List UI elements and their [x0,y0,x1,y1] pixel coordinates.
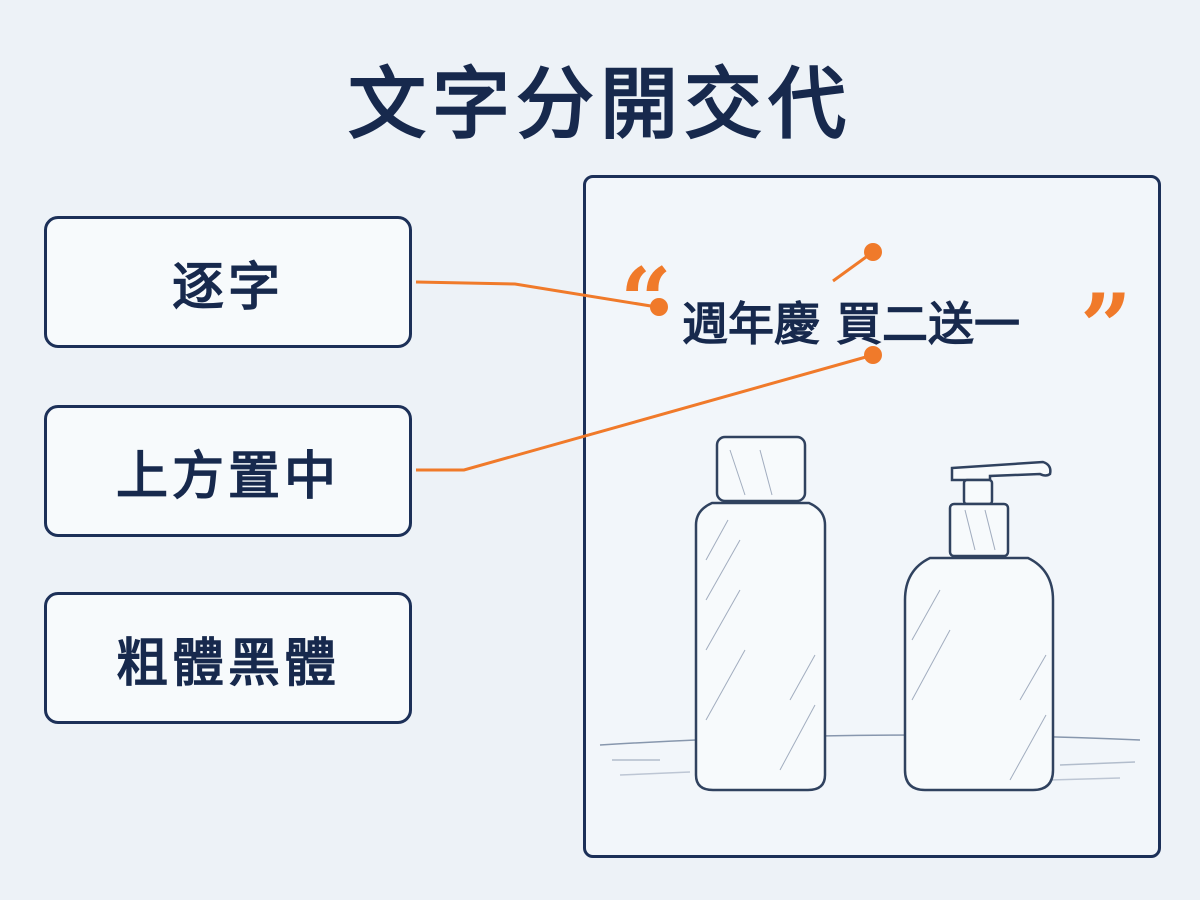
floor-sketch [599,734,1141,781]
page-title: 文字分開交代 [347,59,852,150]
label-box-verbatim: 逐字 [44,216,412,348]
label-box-bold-sans: 粗體黑體 [44,592,412,724]
label-box-top-center: 上方置中 [44,405,412,537]
connector-line-verbatim [415,280,658,309]
connector-dot [864,346,882,364]
close-quote-mark: ” [1080,274,1132,380]
open-quote-mark: “ [620,248,672,354]
product-image-panel [583,175,1161,858]
label-text: 上方置中 [115,446,340,507]
headline-text: 週年慶 買二送一 [682,297,1020,351]
connector-dot [650,298,668,316]
pump-bottle-icon [903,460,1055,792]
label-text: 逐字 [171,257,284,318]
bottle-icon [694,435,827,792]
connector-dot [864,243,882,261]
connector-line-top-center [416,353,874,472]
label-text: 粗體黑體 [115,633,340,694]
